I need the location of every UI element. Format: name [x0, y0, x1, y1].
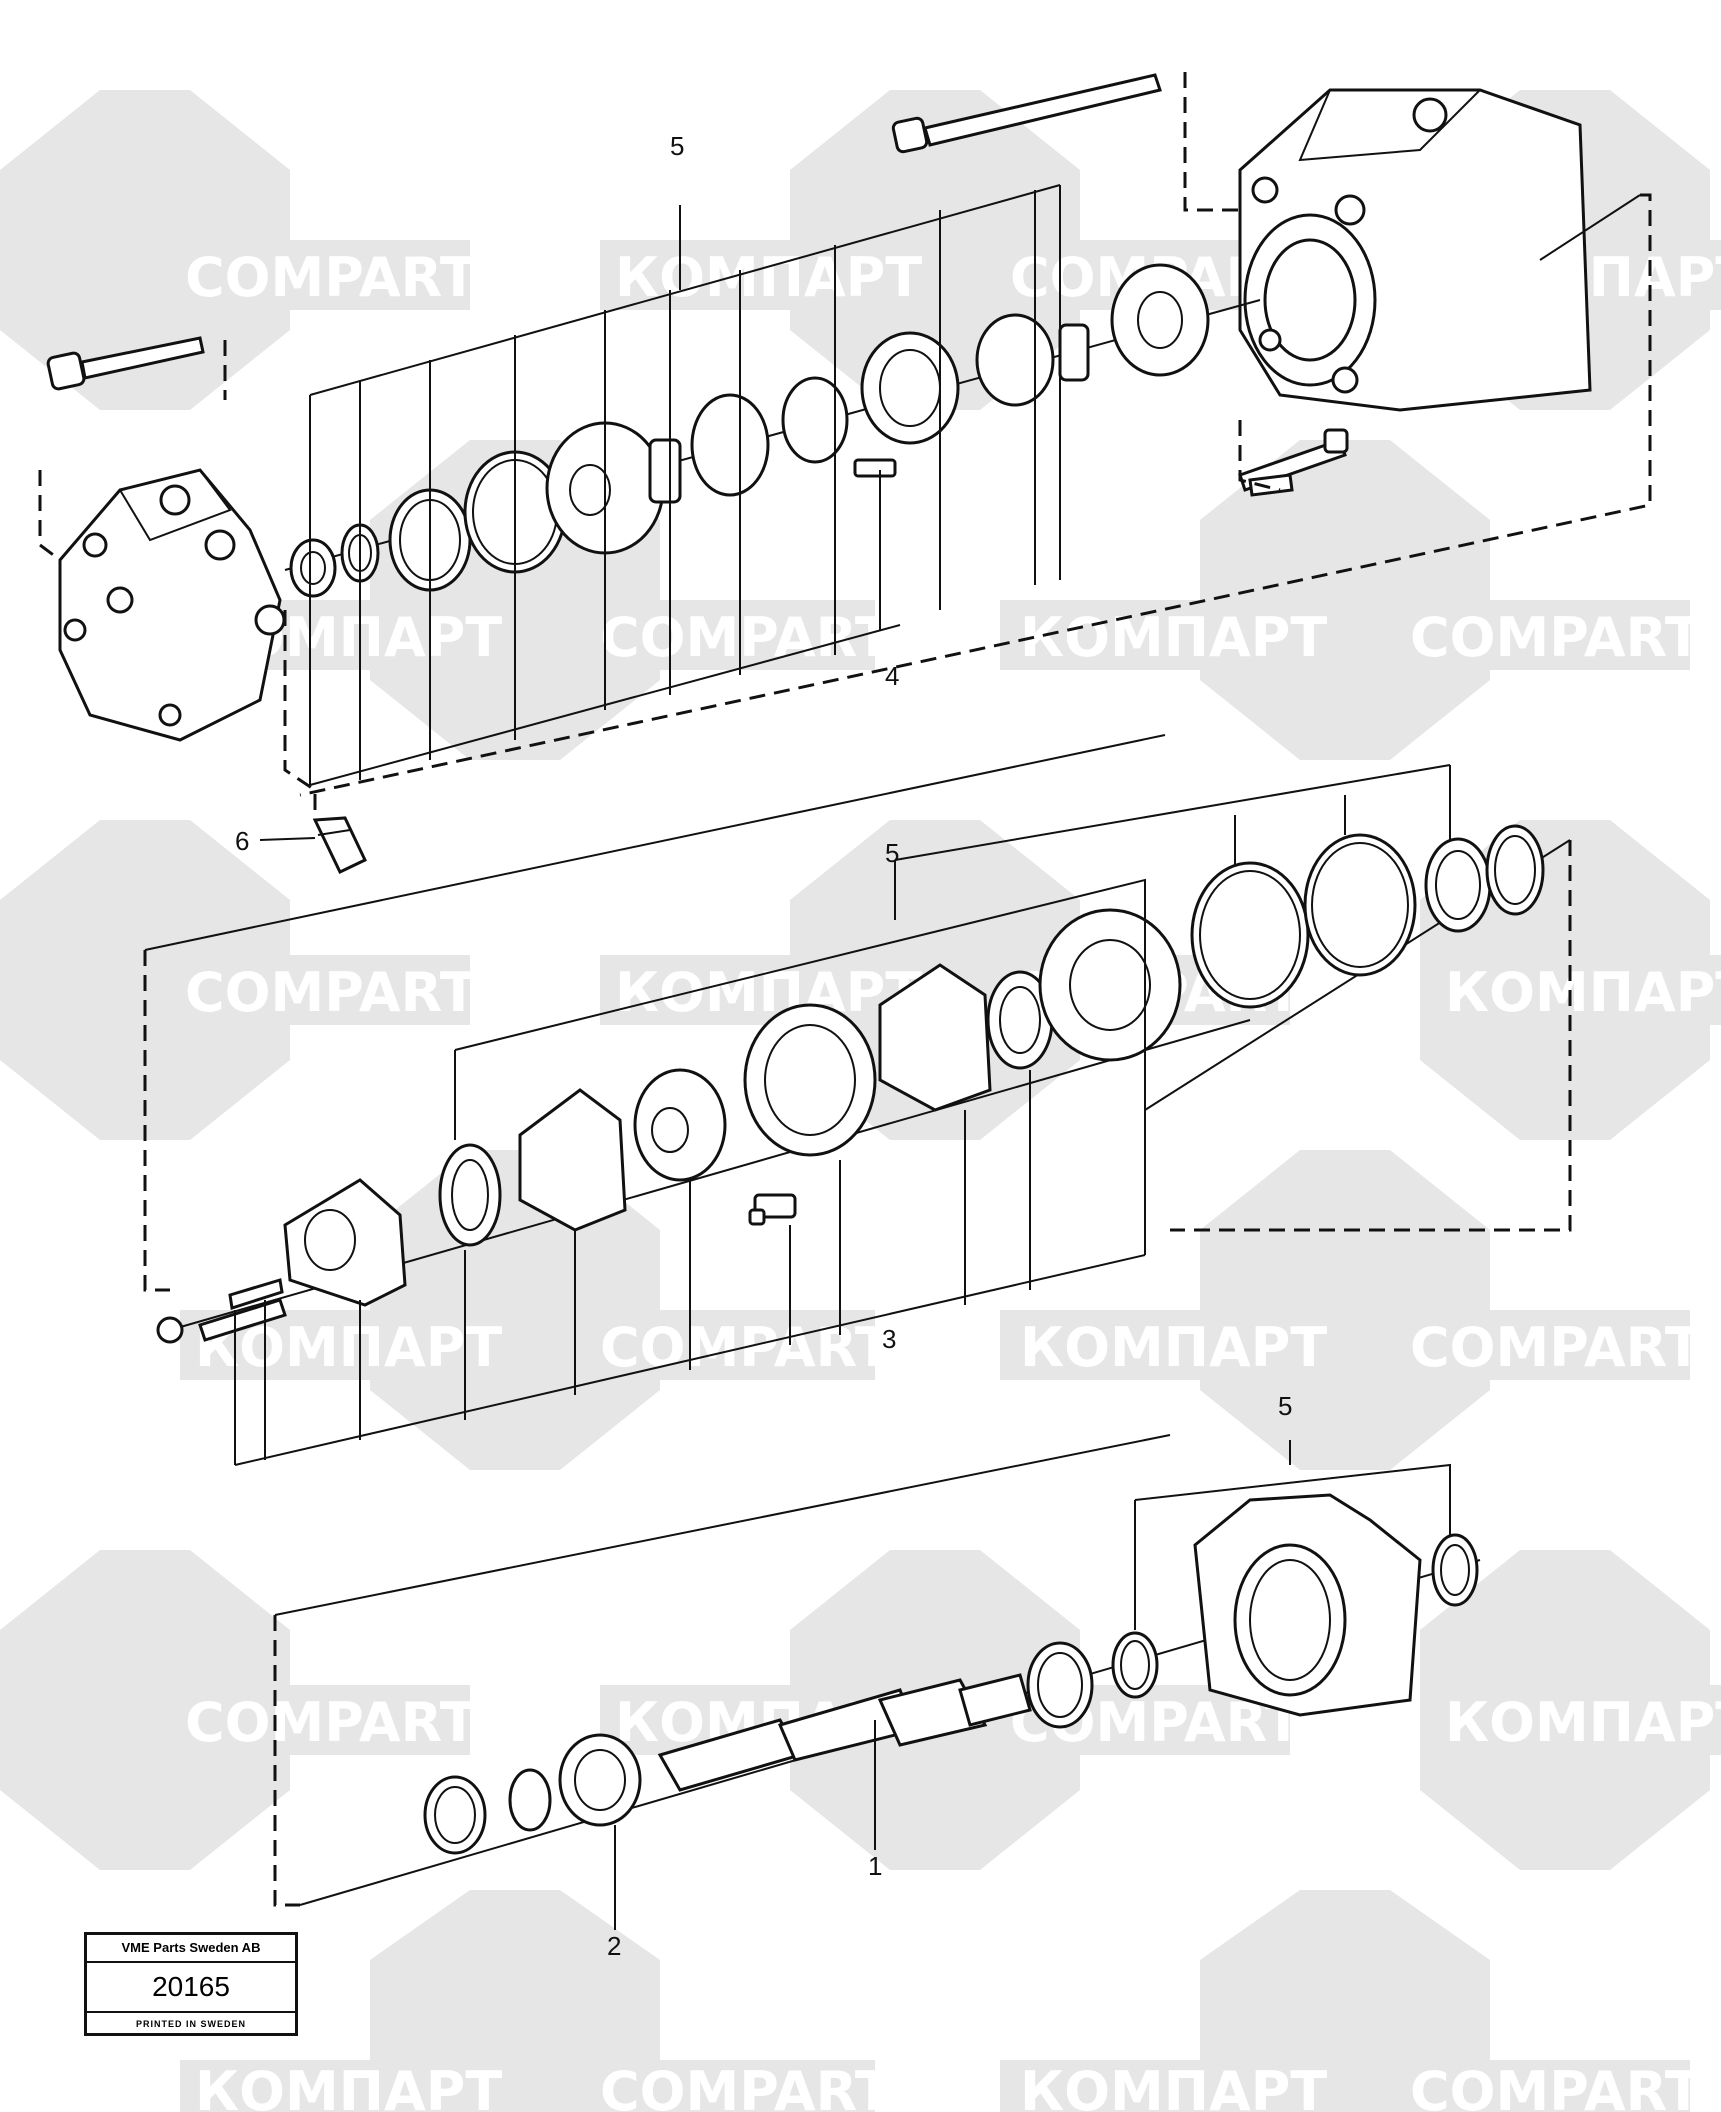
- watermark-text: COMPART: [1410, 606, 1702, 669]
- callout-shaft: 1: [868, 1851, 882, 1881]
- watermark-layer: COMPART КОМПАРТ COMPART КОМПАРТ КОМПАРТ …: [0, 90, 1721, 2112]
- front-assembly: [143, 734, 1572, 1466]
- title-stamp: VME Parts Sweden AB 20165 PRINTED IN SWE…: [84, 1932, 298, 2036]
- watermark-text: COMPART: [1410, 2060, 1702, 2112]
- watermark-logo: КОМПАРТ COMPART: [180, 1150, 892, 1470]
- watermark-logo: COMPART: [0, 1550, 477, 1870]
- watermark-logo: КОМПАРТ: [1420, 1550, 1721, 1870]
- watermark-text: COMPART: [1410, 1316, 1702, 1379]
- bottom-parts: [423, 1493, 1479, 1855]
- watermark-logo: КОМПАРТ COMPART: [1000, 440, 1702, 760]
- rear-assembly: [38, 72, 1652, 875]
- rear-cover-housing: [58, 468, 286, 742]
- watermark-text: КОМПАРТ: [1445, 1691, 1721, 1754]
- fitting-part: [312, 816, 367, 875]
- callout-rear-kit: 4: [885, 661, 899, 691]
- callout-seal-kit-top: 5: [670, 131, 684, 161]
- watermark-logo: COMPART: [0, 820, 477, 1140]
- shaft-assembly: [273, 1434, 1481, 1930]
- callout-fitting: 6: [235, 826, 249, 856]
- watermark-text: КОМПАРТ: [615, 961, 922, 1024]
- small-bolt: [46, 336, 205, 391]
- watermark-logo: КОМПАРТ COMPART: [1000, 1150, 1702, 1470]
- watermark-text: COMPART: [185, 246, 477, 309]
- callout-seal-kit-bottom: 5: [1278, 1391, 1292, 1421]
- watermark-text: COMPART: [600, 2060, 892, 2112]
- watermark-logo: COMPART: [0, 90, 477, 410]
- watermark-text: COMPART: [600, 606, 892, 669]
- callout-bearing: 2: [607, 1931, 621, 1961]
- watermark-text: КОМПАРТ: [615, 246, 922, 309]
- watermark-text: COMPART: [185, 961, 477, 1024]
- stamp-company: VME Parts Sweden AB: [87, 1935, 295, 1963]
- watermark-logo: КОМПАРТ COMPART: [180, 1890, 892, 2112]
- watermark-text: КОМПАРТ: [1020, 1316, 1327, 1379]
- callout-seal-kit-middle: 5: [885, 838, 899, 868]
- watermark-text: КОМПАРТ: [1020, 2060, 1327, 2112]
- watermark-logo: КОМПАРТ: [1420, 820, 1721, 1140]
- stamp-number: 20165: [87, 1963, 295, 2013]
- watermark-text: КОМПАРТ: [195, 2060, 502, 2112]
- watermark-text: КОМПАРТ: [1445, 961, 1721, 1024]
- stamp-printed: PRINTED IN SWEDEN: [135, 2019, 246, 2029]
- callout-front-kit: 3: [882, 1324, 896, 1354]
- watermark-text: КОМПАРТ: [1020, 606, 1327, 669]
- main-pump-housing: [1238, 88, 1592, 412]
- housing-bolt: [1238, 428, 1349, 497]
- callout-labels: 5 4 6 5 3 5 1 2: [235, 131, 1292, 1961]
- long-bolt: [891, 73, 1162, 154]
- watermark-logo: КОМПАРТ COMPART: [1000, 1890, 1702, 2112]
- watermark-text: COMPART: [185, 1691, 477, 1754]
